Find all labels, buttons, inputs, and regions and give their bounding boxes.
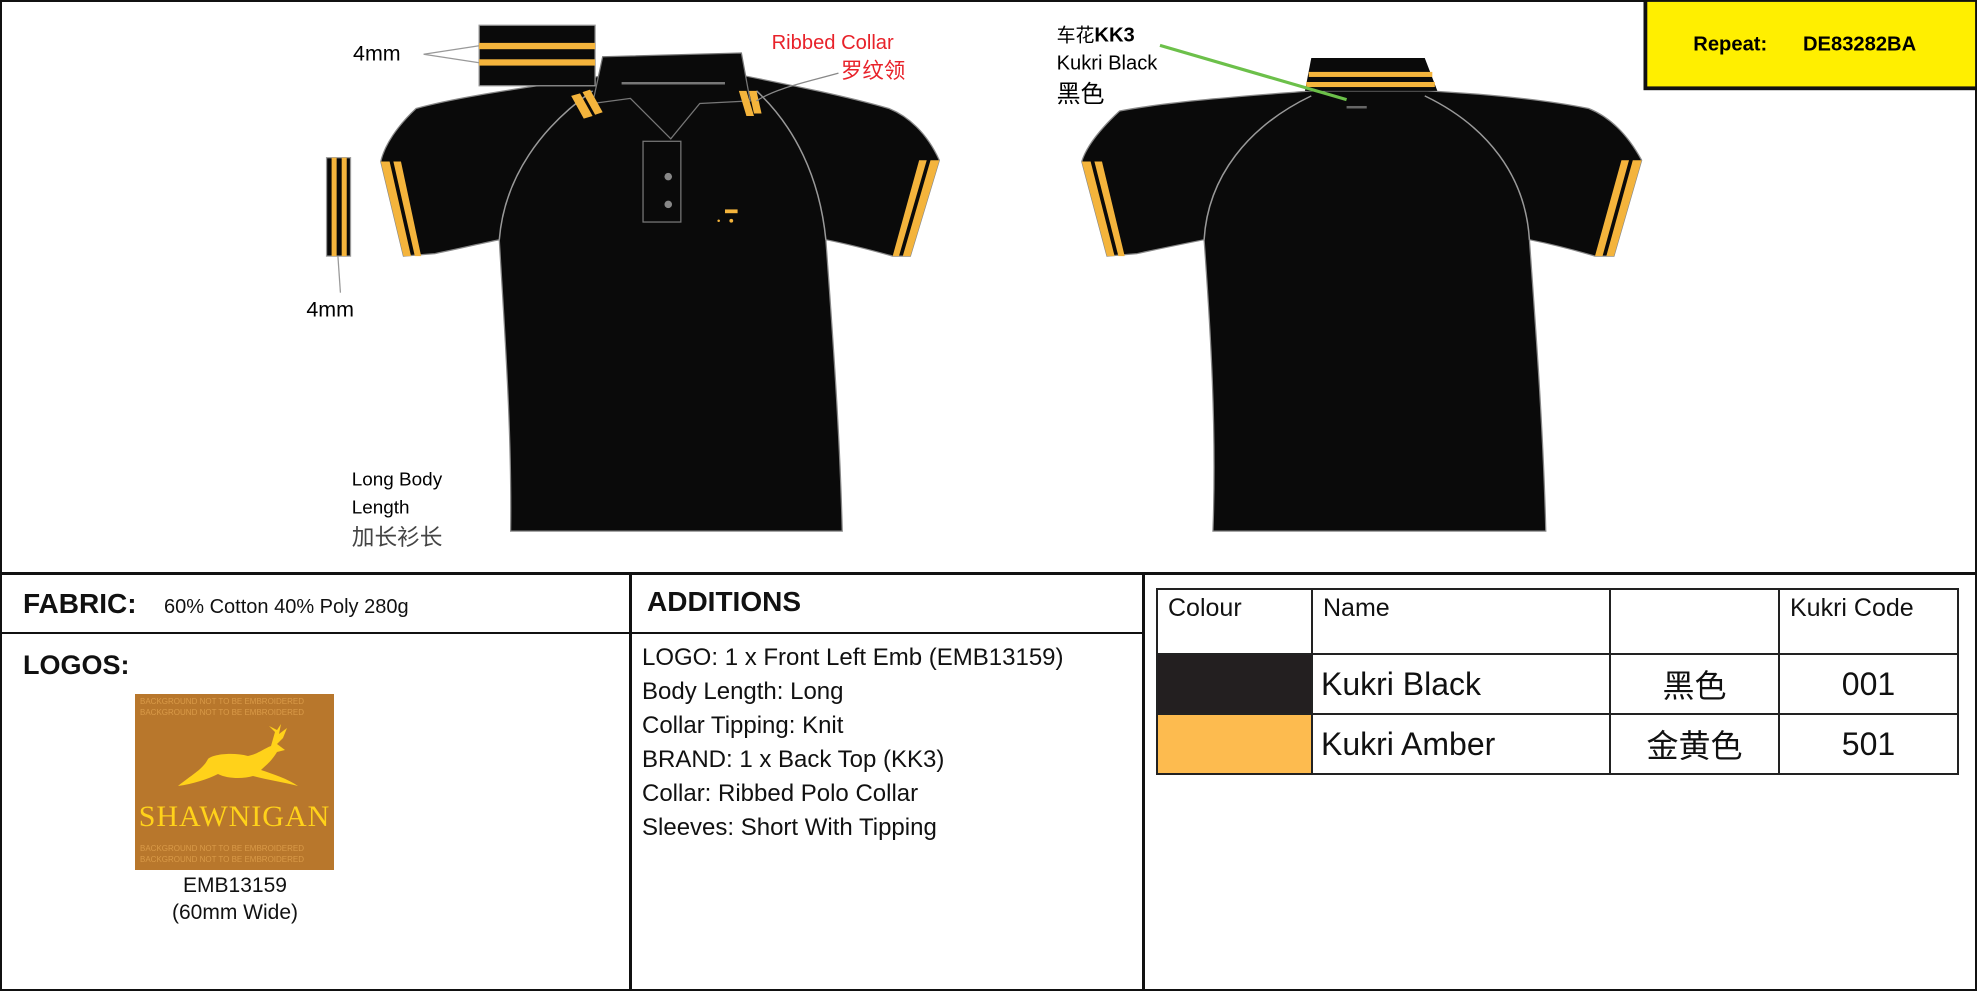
header-colour: Colour — [1156, 588, 1313, 655]
colour-name: Kukri Black — [1311, 653, 1611, 715]
logo-background-text: BACKGROUND NOT TO BE EMBROIDERED — [140, 844, 305, 853]
addition-item: Body Length: Long — [642, 678, 844, 705]
logos-label: LOGOS: — [23, 650, 130, 680]
panel-divider-right — [1142, 574, 1145, 989]
ribbed-collar-label: Ribbed Collar — [772, 32, 894, 54]
brand-colour-label-cn: 黑色 — [1057, 80, 1105, 108]
body-length-label-1: Long Body — [352, 470, 443, 491]
colour-swatch-amber — [1156, 713, 1313, 775]
brand-code: KK3 — [1094, 25, 1134, 47]
brand-colour-label: Kukri Black — [1057, 52, 1159, 74]
addition-item: BRAND: 1 x Back Top (KK3) — [642, 746, 945, 773]
logo-background-text: BACKGROUND NOT TO BE EMBROIDERED — [140, 708, 305, 717]
additions-title: ADDITIONS — [647, 586, 801, 617]
colour-name: Kukri Amber — [1311, 713, 1611, 775]
colour-swatch-black — [1156, 653, 1313, 715]
panel-divider-left — [629, 574, 632, 989]
addition-item: Collar Tipping: Knit — [642, 712, 844, 739]
addition-item: LOGO: 1 x Front Left Emb (EMB13159) — [642, 644, 1064, 671]
logo-background-text: BACKGROUND NOT TO BE EMBROIDERED — [140, 697, 305, 706]
addition-item: Sleeves: Short With Tipping — [642, 814, 937, 841]
fabric-value: 60% Cotton 40% Poly 280g — [164, 596, 409, 618]
header-name: Name — [1311, 588, 1611, 655]
repeat-label: Repeat: — [1693, 33, 1767, 55]
brand-prefix-cn: 车花 — [1057, 25, 1095, 47]
stripe-width-label-top: 4mm — [353, 42, 401, 66]
fabric-label: FABRIC: — [23, 588, 137, 619]
table-row: Kukri Black 黑色 001 — [1156, 653, 1959, 715]
back-shirt — [1081, 58, 1643, 532]
colour-table: Colour Name Kukri Code Kukri Black 黑色 00… — [1156, 588, 1959, 775]
colour-code: 501 — [1778, 713, 1959, 775]
addition-item: Collar: Ribbed Polo Collar — [642, 780, 919, 807]
stripe-width-label-side: 4mm — [306, 298, 354, 322]
logo-size: (60mm Wide) — [171, 901, 298, 924]
colour-name-cn: 金黄色 — [1609, 713, 1780, 775]
shawnigan-logo: BACKGROUND NOT TO BE EMBROIDERED BACKGRO… — [135, 694, 334, 870]
table-header-row: Colour Name Kukri Code — [1156, 588, 1959, 655]
front-left-emb-logo — [717, 209, 738, 223]
logo-background-text: BACKGROUND NOT TO BE EMBROIDERED — [140, 855, 305, 864]
table-row: Kukri Amber 金黄色 501 — [1156, 713, 1959, 775]
section-divider — [0, 572, 1977, 575]
colour-name-cn: 黑色 — [1609, 653, 1780, 715]
collar-tipping-swatch — [478, 24, 596, 87]
back-brand-mark — [1346, 105, 1367, 109]
fabric-divider — [0, 632, 1144, 634]
header-chinese-name — [1609, 588, 1780, 655]
repeat-code: DE83282BA — [1803, 33, 1917, 55]
logo-text: SHAWNIGAN — [138, 800, 331, 833]
body-length-label-cn: 加长衫长 — [352, 525, 443, 551]
deer-icon — [178, 724, 298, 786]
brand-callout-line — [1159, 43, 1348, 102]
additions-list: LOGO: 1 x Front Left Emb (EMB13159) Body… — [642, 641, 1064, 845]
svg-text:车花KK3: 车花KK3 — [1057, 25, 1135, 47]
body-length-label-2: Length — [352, 497, 410, 518]
colour-code: 001 — [1778, 653, 1959, 715]
logo-code: EMB13159 — [183, 874, 287, 897]
garment-illustration: Repeat: DE83282BA 4mm — [306, 0, 1977, 551]
front-shirt — [380, 52, 940, 532]
header-kukri-code: Kukri Code — [1778, 588, 1959, 655]
ribbed-collar-label-cn: 罗纹领 — [841, 59, 905, 84]
sleeve-tipping-swatch — [325, 157, 352, 257]
repeat-box — [1643, 0, 1977, 91]
